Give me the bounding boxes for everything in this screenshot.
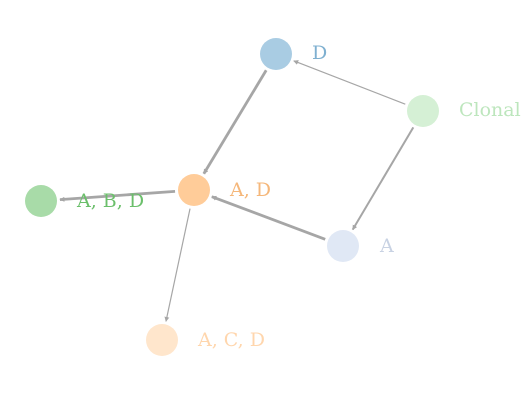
node-abd[interactable] bbox=[25, 185, 57, 217]
node-label-ad: A, D bbox=[229, 179, 271, 201]
node-acd[interactable] bbox=[146, 324, 178, 356]
edge-ad-to-acd bbox=[164, 208, 191, 322]
node-label-d: D bbox=[312, 42, 327, 64]
node-a[interactable] bbox=[327, 230, 359, 262]
node-d[interactable] bbox=[260, 38, 292, 70]
edges-layer bbox=[59, 60, 415, 322]
node-clonal[interactable] bbox=[407, 95, 439, 127]
node-label-abd: A, B, D bbox=[76, 190, 144, 212]
node-label-a: A bbox=[379, 235, 394, 257]
labels-layer: D Clonal A, D A, B, D A A, C, D bbox=[76, 42, 521, 351]
node-ad[interactable] bbox=[178, 174, 210, 206]
node-label-acd: A, C, D bbox=[197, 329, 265, 351]
edge-d-to-ad bbox=[202, 69, 268, 175]
edge-clonal-to-d bbox=[293, 60, 406, 105]
nodes-layer bbox=[25, 38, 439, 356]
edge-a-to-ad bbox=[211, 195, 326, 241]
edge-ad-to-abd bbox=[59, 189, 176, 202]
node-label-clonal: Clonal bbox=[459, 99, 521, 121]
edge-clonal-to-a bbox=[351, 126, 415, 231]
